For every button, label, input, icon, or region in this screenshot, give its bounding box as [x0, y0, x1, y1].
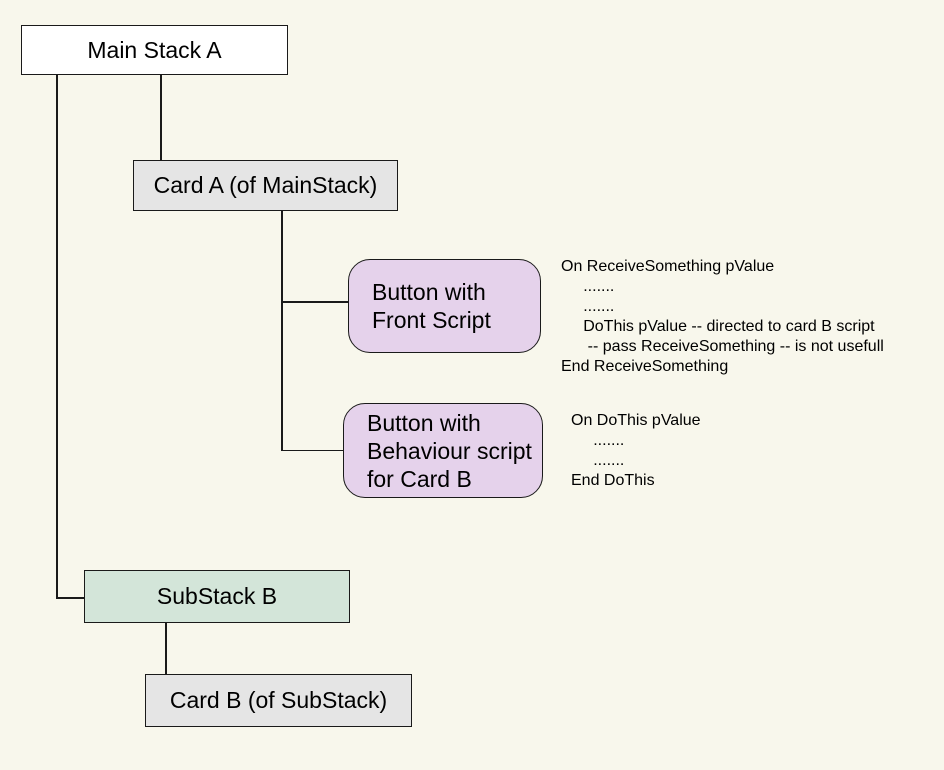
front-script-code-line: ....... [561, 278, 615, 295]
behaviour-script-button-line: Behaviour script [367, 437, 532, 464]
dothis-script-code-line: ....... [571, 452, 625, 469]
front-script-code-line: -- pass ReceiveSomething -- is not usefu… [561, 338, 884, 355]
behaviour-script-button-line: for Card B [367, 465, 472, 492]
dothis-script-code-line: On DoThis pValue [571, 412, 701, 429]
main-stack-node: Main Stack A [21, 25, 288, 75]
dothis-script-code: On DoThis pValue ....... ....... End DoT… [571, 411, 701, 491]
front-script-code-line: On ReceiveSomething pValue [561, 258, 775, 275]
card-b-node: Card B (of SubStack) [145, 674, 412, 727]
card-b-label: Card B (of SubStack) [169, 687, 388, 713]
front-script-code-line: DoThis pValue -- directed to card B scri… [561, 318, 875, 335]
front-script-code-line: ....... [561, 298, 615, 315]
front-script-button-node: Button with Front Script [348, 259, 541, 353]
connector-mainstack-to-substack-vertical [56, 75, 58, 599]
card-a-label: Card A (of MainStack) [153, 172, 378, 198]
front-script-button-line: Front Script [372, 307, 491, 333]
dothis-script-code-line: End DoThis [571, 472, 655, 489]
connector-mainstack-to-substack-horizontal [56, 597, 84, 599]
behaviour-script-button-node: Button with Behaviour script for Card B [343, 403, 543, 498]
front-script-code: On ReceiveSomething pValue ....... .....… [561, 257, 884, 377]
front-script-button-line: Button with [372, 279, 486, 305]
connector-carda-descender [281, 211, 283, 451]
connector-mainstack-to-carda [160, 75, 162, 160]
behaviour-script-button-line: Button with [367, 409, 481, 436]
dothis-script-code-line: ....... [571, 432, 625, 449]
main-stack-label: Main Stack A [87, 36, 222, 63]
connector-branch-to-front-button [281, 301, 348, 303]
front-script-code-line: End ReceiveSomething [561, 358, 729, 375]
substack-b-label: SubStack B [156, 583, 278, 609]
connector-substack-to-cardb [165, 623, 167, 675]
substack-b-node: SubStack B [84, 570, 350, 623]
connector-branch-to-behaviour-button [281, 449, 343, 451]
card-a-node: Card A (of MainStack) [133, 160, 398, 211]
